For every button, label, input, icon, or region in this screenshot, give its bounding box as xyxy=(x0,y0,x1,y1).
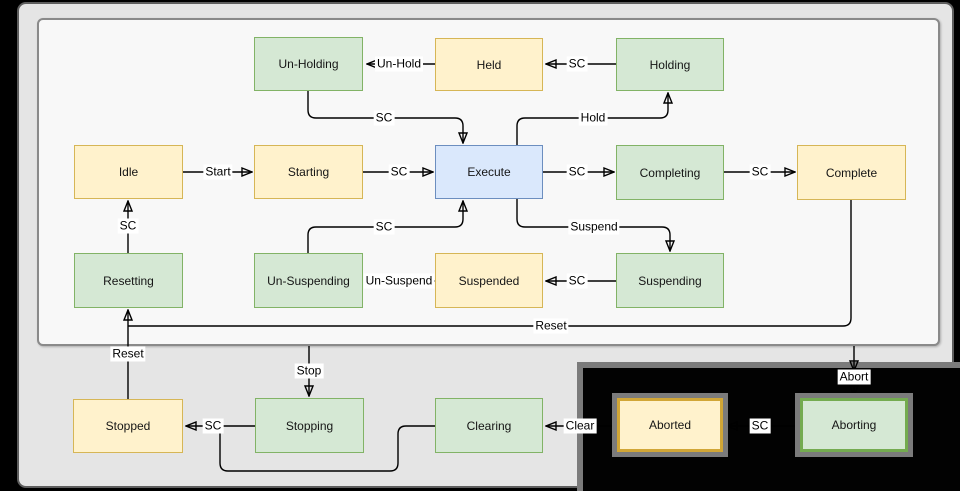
state-completing[interactable]: Completing xyxy=(616,145,724,200)
edge-label-sc-completing[interactable]: SC xyxy=(749,164,771,180)
edge-label-sc-execute[interactable]: SC xyxy=(566,164,588,180)
edge-label-suspend[interactable]: Suspend xyxy=(568,219,620,235)
state-un-holding[interactable]: Un-Holding xyxy=(254,37,363,91)
edge-label-sc-stopping[interactable]: SC xyxy=(202,418,224,434)
edge-label-un-hold[interactable]: Un-Hold xyxy=(374,56,424,72)
edge-label-un-suspend[interactable]: Un-Suspend xyxy=(363,273,435,289)
edge-label-sc-starting[interactable]: SC xyxy=(388,164,410,180)
edge-label-reset-complete[interactable]: Reset xyxy=(533,318,569,334)
state-aborting[interactable]: Aborting xyxy=(800,398,908,452)
state-resetting[interactable]: Resetting xyxy=(74,253,183,308)
state-stopping[interactable]: Stopping xyxy=(255,398,364,453)
state-held[interactable]: Held xyxy=(435,38,543,91)
state-suspending[interactable]: Suspending xyxy=(616,253,724,308)
edge-label-sc-aborting[interactable]: SC xyxy=(749,418,771,434)
state-starting[interactable]: Starting xyxy=(254,145,363,199)
edge-label-hold[interactable]: Hold xyxy=(578,110,608,126)
edge-label-stop[interactable]: Stop xyxy=(294,363,324,379)
edge-label-sc-unsuspending[interactable]: SC xyxy=(373,219,395,235)
state-suspended[interactable]: Suspended xyxy=(435,253,543,308)
edge-label-sc-holding-held[interactable]: SC xyxy=(566,56,588,72)
edge-label-abort[interactable]: Abort xyxy=(837,369,871,385)
state-complete[interactable]: Complete xyxy=(797,145,906,200)
edge-label-sc-resetting[interactable]: SC xyxy=(117,218,139,234)
edge-label-reset-stopped[interactable]: Reset xyxy=(110,346,146,362)
state-execute[interactable]: Execute xyxy=(435,145,543,199)
state-holding[interactable]: Holding xyxy=(616,38,724,91)
state-un-suspending[interactable]: Un-Suspending xyxy=(254,253,363,308)
edge-label-sc-unholding[interactable]: SC xyxy=(373,110,395,126)
edge-label-sc-suspending[interactable]: SC xyxy=(566,273,588,289)
line-complete-reset xyxy=(128,200,852,327)
state-clearing[interactable]: Clearing xyxy=(435,398,543,453)
state-idle[interactable]: Idle xyxy=(74,145,183,199)
edge-label-clear[interactable]: Clear xyxy=(563,418,597,434)
state-stopped[interactable]: Stopped xyxy=(73,399,183,453)
edge-label-start[interactable]: Start xyxy=(203,164,233,180)
line-clearing-to-stopped xyxy=(219,425,435,472)
state-aborted[interactable]: Aborted xyxy=(617,398,723,452)
